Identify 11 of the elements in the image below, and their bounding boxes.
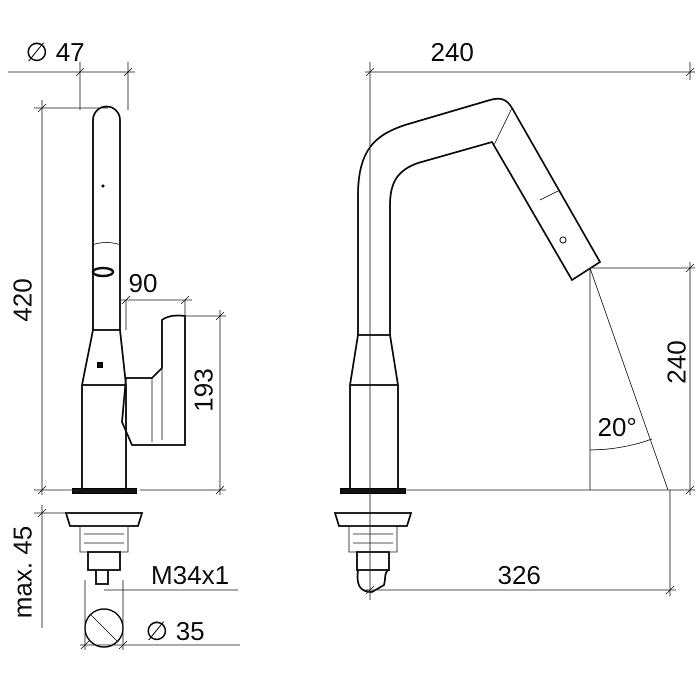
angle-label: 20° bbox=[598, 414, 637, 440]
thread-label: M34x1 bbox=[151, 562, 230, 588]
dimension-label: 420 bbox=[9, 278, 36, 322]
dimension-label: ∅ 35 bbox=[146, 618, 205, 644]
dimension-label: 90 bbox=[128, 270, 158, 296]
dimension-label: 240 bbox=[430, 39, 474, 65]
dimension-label: 326 bbox=[498, 562, 541, 588]
dimension-label: 193 bbox=[190, 368, 216, 412]
dimension-label: 240 bbox=[663, 340, 690, 384]
dimension-label: ∅ 47 bbox=[26, 39, 85, 65]
dimension-label: max. 45 bbox=[8, 526, 35, 618]
